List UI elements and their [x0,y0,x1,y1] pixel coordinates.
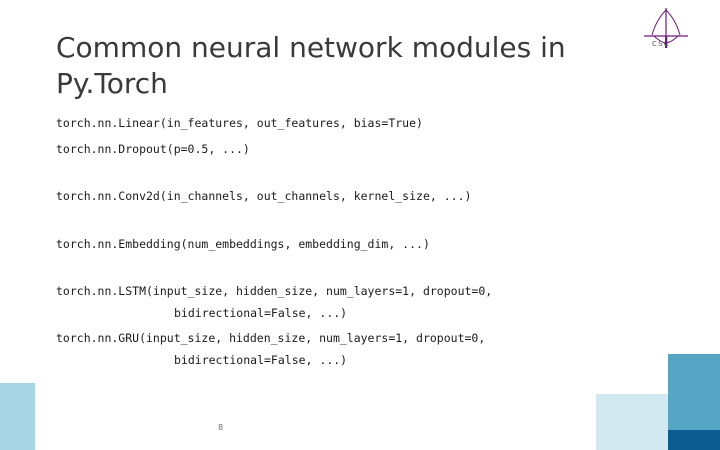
code-line-dropout: torch.nn.Dropout(p=0.5, ...) [56,141,250,156]
csc-logo-icon [636,6,696,50]
decor-square-right-teal [668,354,720,430]
code-line-conv2d: torch.nn.Conv2d(in_channels, out_channel… [56,189,472,203]
code-line-gru: torch.nn.GRU(input_size, hidden_size, nu… [56,331,486,345]
code-block: torch.nn.Linear(in_features, out_feature… [56,116,666,367]
code-line-gru-cont: bidirectional=False, ...) [174,352,348,367]
decor-square-right-blue [668,430,720,450]
code-line-linear: torch.nn.Linear(in_features, out_feature… [56,116,423,130]
decor-square-left [0,383,35,450]
logo-caption: CSC [652,40,670,48]
page-number: 8 [218,423,224,432]
decor-square-bottom-pale [596,394,668,450]
code-line-lstm: torch.nn.LSTM(input_size, hidden_size, n… [56,284,493,298]
page-title: Common neural network modules in Py.Torc… [56,31,566,100]
code-line-lstm-cont: bidirectional=False, ...) [174,305,348,320]
code-line-embedding: torch.nn.Embedding(num_embeddings, embed… [56,236,430,251]
